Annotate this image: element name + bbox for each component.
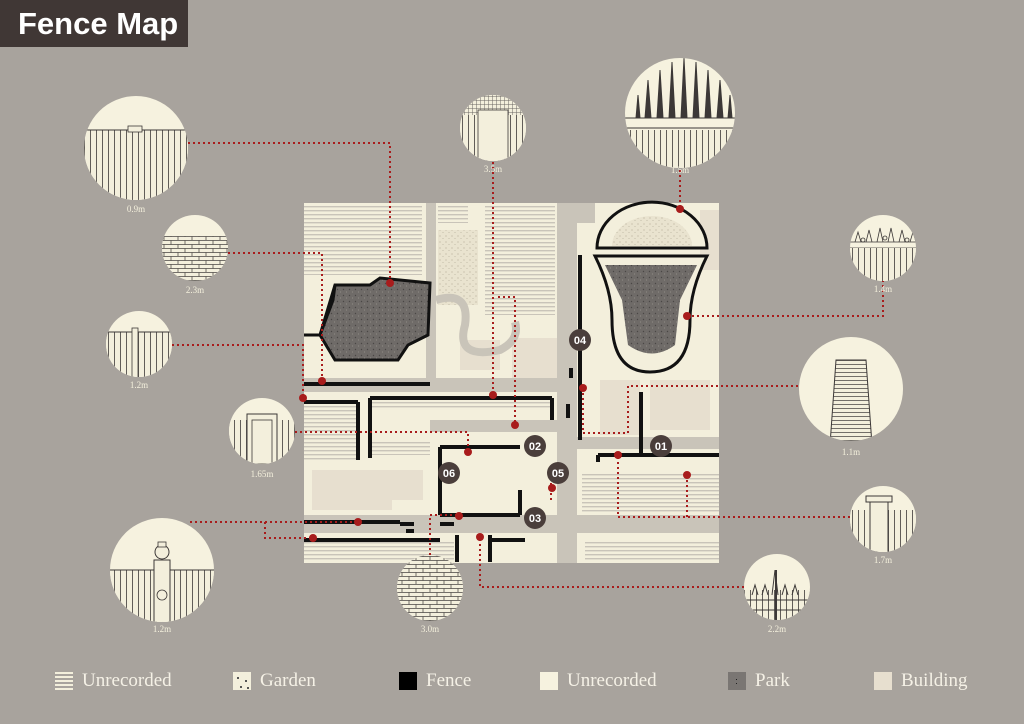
fence-swatch-icon: [399, 672, 417, 690]
legend-item-unrecorded-striped: Unrecorded: [55, 666, 172, 696]
unrecorded-striped-areas: [304, 205, 719, 562]
marker-01[interactable]: 01: [650, 435, 672, 457]
svg-text:02: 02: [529, 441, 541, 453]
garden-swatch-icon: [233, 672, 251, 690]
fence-dashes: [400, 368, 573, 533]
marker-05[interactable]: 05: [547, 462, 569, 484]
legend-label: Unrecorded: [82, 670, 172, 691]
legend-label: Building: [901, 670, 968, 691]
fence-map-canvas: 01 02 03 04 05 06: [84, 58, 916, 634]
svg-text:1.4m: 1.4m: [874, 284, 892, 294]
leader-lines: [172, 142, 884, 588]
marker-04[interactable]: 04: [569, 329, 591, 351]
svg-text:1.2m: 1.2m: [130, 380, 148, 390]
legend-item-unrecorded-plain: Unrecorded: [540, 666, 657, 696]
svg-text:04: 04: [574, 335, 587, 347]
legend-label: Garden: [260, 670, 316, 691]
plain-swatch-icon: [540, 672, 558, 690]
svg-text:1.65m: 1.65m: [251, 469, 274, 479]
svg-text:3.0m: 3.0m: [421, 624, 439, 634]
fence-sample-2-3m[interactable]: 2.3m: [162, 215, 228, 295]
fence-sample-0-9m[interactable]: 0.9m: [84, 96, 188, 214]
park-left: [318, 276, 432, 362]
svg-text:1.2m: 1.2m: [153, 624, 171, 634]
fence-sample-1-65m[interactable]: 1.65m: [229, 398, 295, 479]
numbered-markers: 01 02 03 04 05 06: [438, 329, 672, 529]
svg-text:2.3m: 2.3m: [186, 285, 204, 295]
legend-label: Fence: [426, 670, 472, 691]
map-area: [304, 200, 719, 563]
svg-text:3.5m: 3.5m: [484, 164, 502, 174]
svg-text:1.5m: 1.5m: [671, 165, 689, 175]
legend: Unrecorded Garden Fence Unrecorded Park …: [0, 666, 1024, 696]
fence-sample-1-2m-top[interactable]: 1.2m: [106, 311, 172, 390]
fence-sample-2-2m[interactable]: 2.2m: [744, 554, 810, 634]
svg-text:1.7m: 1.7m: [874, 555, 892, 565]
svg-text:06: 06: [443, 468, 455, 480]
building-swatch-icon: [874, 672, 892, 690]
legend-item-fence: Fence: [399, 666, 471, 696]
park-swatch-icon: [728, 672, 746, 690]
page-title: Fence Map: [0, 0, 188, 47]
garden-path: [434, 293, 520, 357]
legend-item-garden: Garden: [233, 666, 316, 696]
svg-text:03: 03: [529, 513, 541, 525]
legend-item-building: Building: [874, 666, 968, 696]
svg-text:01: 01: [655, 441, 667, 453]
fence-sample-1-5m[interactable]: 1.5m: [625, 58, 735, 175]
svg-text:05: 05: [552, 468, 564, 480]
fence-sample-1-7m[interactable]: 1.7m: [850, 486, 916, 565]
fence-sample-1-4m[interactable]: 1.4m: [850, 215, 916, 294]
fence-sample-1-2m-ornate[interactable]: 1.2m: [110, 518, 214, 634]
legend-item-park: Park: [728, 666, 790, 696]
svg-text:1.1m: 1.1m: [842, 447, 860, 457]
svg-text:2.2m: 2.2m: [768, 624, 786, 634]
marker-03[interactable]: 03: [524, 507, 546, 529]
marker-02[interactable]: 02: [524, 435, 546, 457]
fence-sample-1-1m[interactable]: 1.1m: [799, 337, 903, 457]
fence-location-dots: [299, 205, 691, 542]
striped-swatch-icon: [55, 672, 73, 690]
fence-sample-3-0m[interactable]: 3.0m: [397, 555, 463, 634]
svg-text:0.9m: 0.9m: [127, 204, 145, 214]
garden-area: [438, 230, 478, 305]
marker-06[interactable]: 06: [438, 462, 460, 484]
legend-label: Park: [755, 670, 790, 691]
legend-label: Unrecorded: [567, 670, 657, 691]
